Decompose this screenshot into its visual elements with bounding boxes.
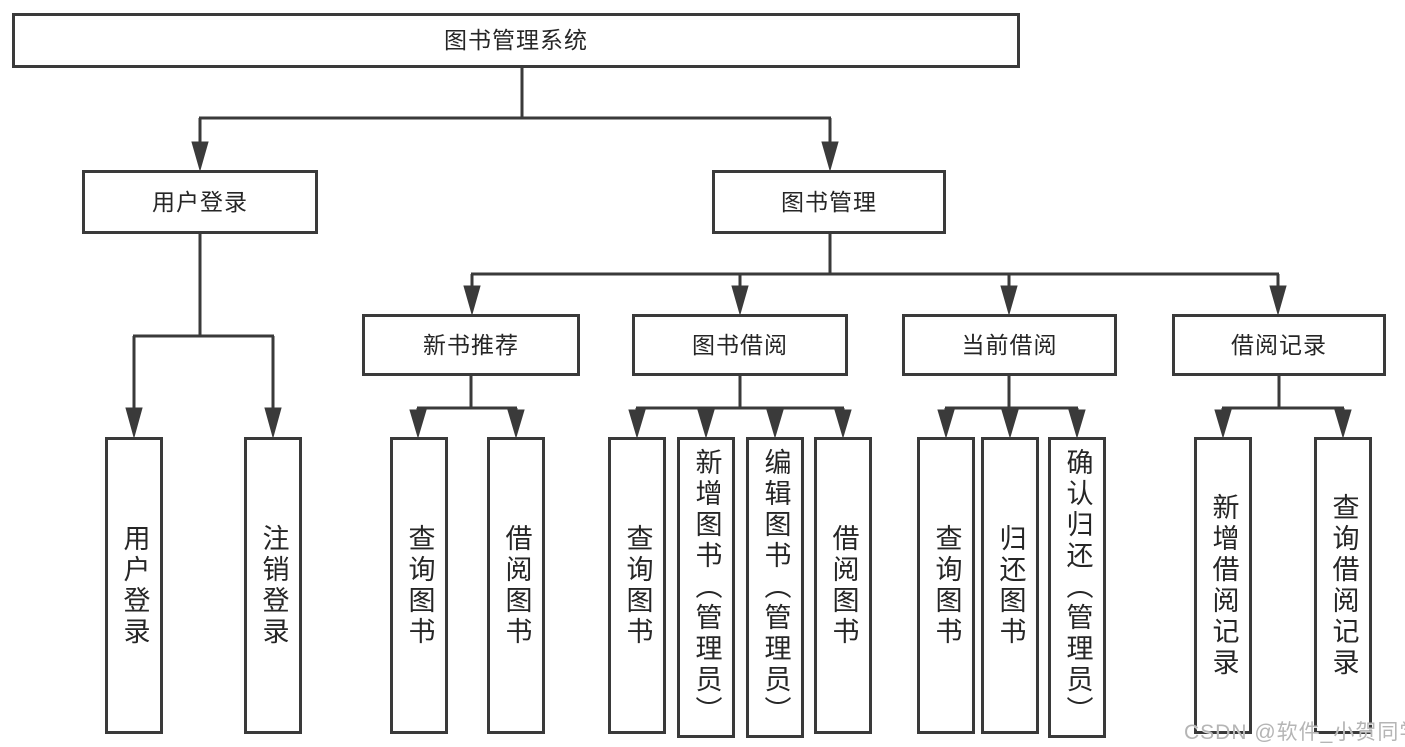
leaf-nb-borrow-books: 借阅图书	[487, 437, 545, 734]
leaf-bb-query-books: 查询图书	[608, 437, 666, 734]
node-current-borrow: 当前借阅	[902, 314, 1117, 376]
leaf-cb-query-books: 查询图书	[917, 437, 975, 734]
leaf-nb-query-books: 查询图书	[390, 437, 448, 734]
leaf-bb-add-books: 新增图书（管理员）	[677, 437, 735, 738]
leaf-bb-edit-books: 编辑图书（管理员）	[746, 437, 804, 738]
watermark: CSDN @软件_小贺同学	[1184, 721, 1405, 744]
leaf-user-login: 用户登录	[105, 437, 163, 734]
leaf-cb-confirm-return: 确认归还（管理员）	[1048, 437, 1106, 738]
leaf-bb-borrow-books: 借阅图书	[814, 437, 872, 734]
node-borrow-records: 借阅记录	[1172, 314, 1386, 376]
node-new-book-recommend: 新书推荐	[362, 314, 580, 376]
node-root: 图书管理系统	[12, 13, 1020, 68]
leaf-br-add-record: 新增借阅记录	[1194, 437, 1252, 734]
node-book-borrow: 图书借阅	[632, 314, 848, 376]
leaf-br-query-record: 查询借阅记录	[1314, 437, 1372, 734]
node-book-management: 图书管理	[712, 170, 946, 234]
node-user-login: 用户登录	[82, 170, 318, 234]
leaf-logout: 注销登录	[244, 437, 302, 734]
leaf-cb-return-books: 归还图书	[981, 437, 1039, 734]
